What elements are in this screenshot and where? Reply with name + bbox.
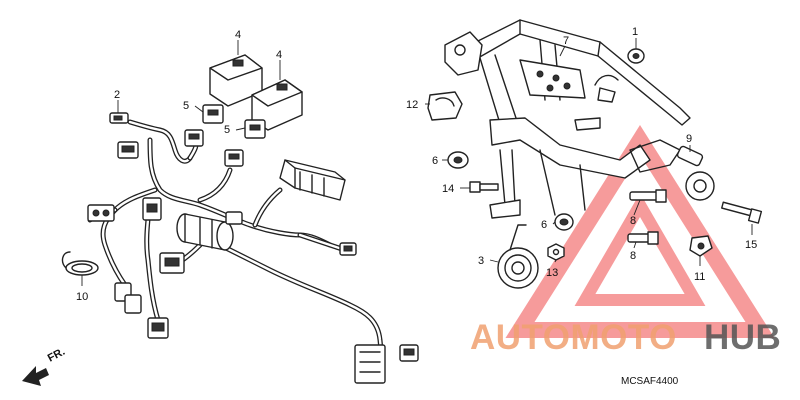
leader-lines: [81, 38, 753, 286]
callouts: 1 2 3 4 4 5 5 6 6 7 8 8 9 10 11 12 13 14…: [76, 26, 757, 303]
callout-8-upper: 8: [630, 215, 636, 227]
rubber-6-upper: [447, 151, 469, 169]
horn: [497, 224, 539, 289]
callout-2: 2: [114, 89, 120, 101]
callout-4-left: 4: [235, 29, 241, 41]
callout-13: 13: [546, 267, 558, 279]
headlight-stay-frame: [444, 19, 691, 219]
callout-4-right: 4: [276, 49, 282, 61]
bolt-8-upper: [629, 189, 667, 203]
mount-plate: [685, 171, 715, 201]
callout-5-left: 5: [183, 100, 189, 112]
rubber-1: [627, 48, 645, 64]
bolt-8-lower: [627, 231, 659, 245]
callout-15: 15: [745, 239, 757, 251]
callout-1: 1: [632, 26, 638, 38]
callout-14: 14: [442, 183, 454, 195]
callout-6-lower: 6: [541, 219, 547, 231]
connector-2: [109, 112, 129, 124]
watermark-word-1: AUTOMOTO: [470, 318, 677, 357]
watermark-triangle: [505, 125, 775, 338]
callout-10: 10: [76, 291, 88, 303]
rubber-6-lower: [554, 213, 574, 231]
callout-7: 7: [563, 35, 569, 47]
diagram-code: MCSAF4400: [621, 376, 679, 387]
callout-6-upper: 6: [432, 155, 438, 167]
callout-9: 9: [686, 133, 692, 145]
watermark-word-2: HUB: [704, 318, 781, 357]
bolt-14: [469, 181, 499, 193]
bolt-15: [721, 201, 763, 224]
watermark-text: AUTOMOTO HUB: [470, 318, 781, 357]
nut-13: [547, 243, 565, 261]
cylinder-component: [176, 213, 234, 251]
front-label: FR.: [46, 346, 67, 365]
callout-5-right: 5: [224, 124, 230, 136]
harness-connectors: [87, 141, 419, 384]
relay-right: [251, 79, 303, 131]
collar-9: [676, 145, 704, 167]
connector-5-lower-right: [224, 149, 244, 167]
callout-8-lower: 8: [630, 250, 636, 262]
front-arrow: [22, 366, 49, 386]
fuse-box: [279, 159, 346, 201]
connector-5-lower-left: [184, 129, 204, 147]
connector-5-left: [202, 104, 224, 124]
callout-12: 12: [406, 99, 418, 111]
connector-5-right: [244, 119, 266, 139]
clip-12: [427, 91, 463, 121]
callout-11: 11: [694, 271, 705, 283]
clip-11: [689, 235, 713, 257]
callout-3: 3: [478, 255, 484, 267]
cable-tie: [61, 251, 99, 276]
